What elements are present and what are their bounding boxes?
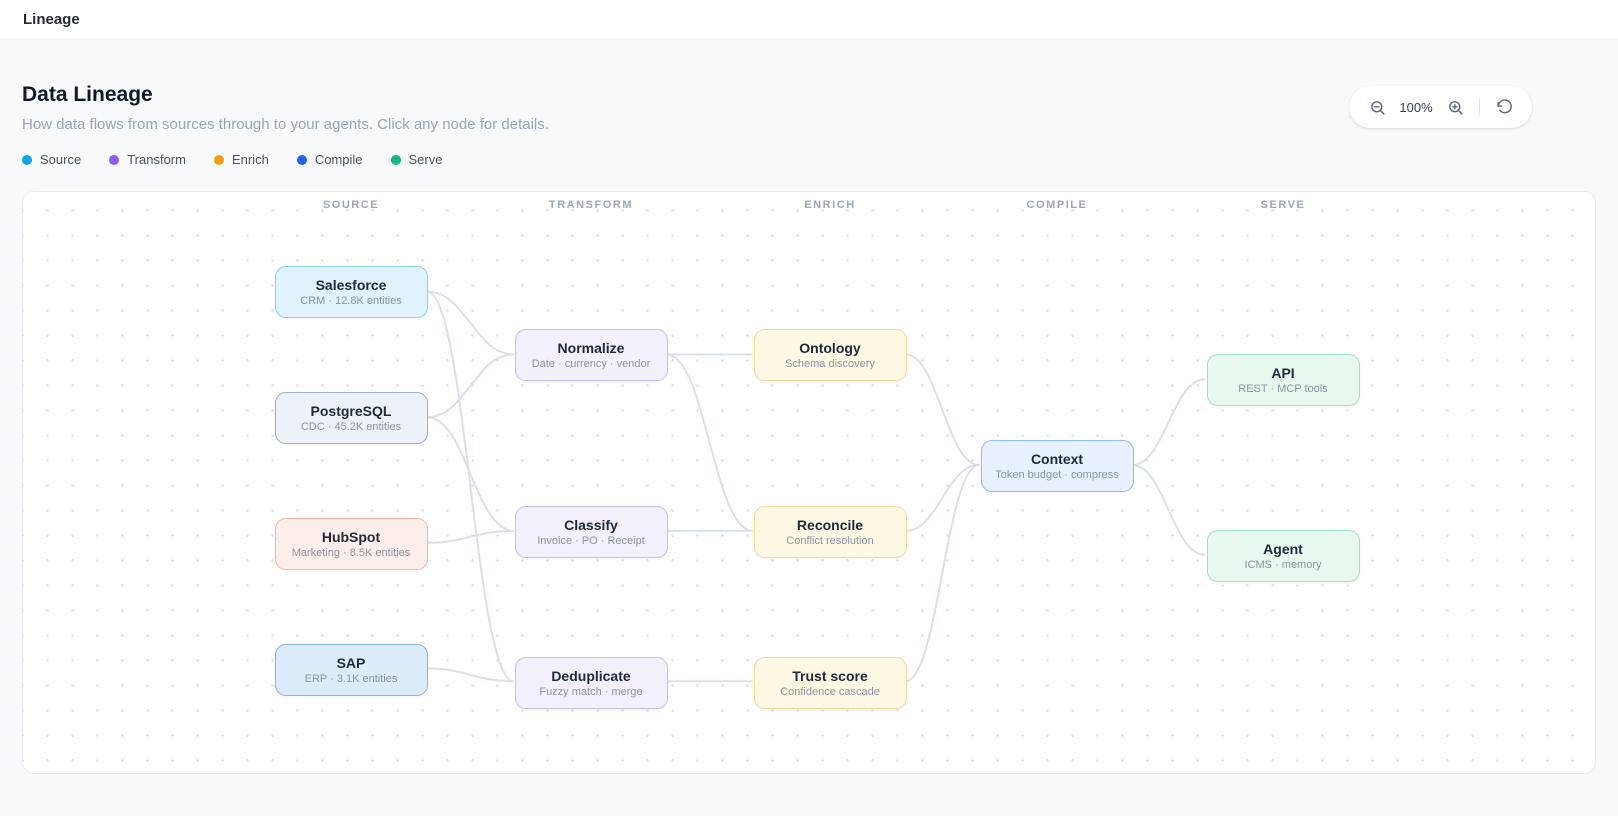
top-bar: Lineage xyxy=(0,0,1618,40)
header-row: Data Lineage How data flows from sources… xyxy=(22,82,1596,152)
page-subtitle: How data flows from sources through to y… xyxy=(22,116,549,133)
edge-postgresql-to-normalize xyxy=(426,353,514,419)
magnifier-minus-icon xyxy=(1370,100,1385,115)
legend-dot-icon xyxy=(22,154,32,165)
edge-trust-score-to-context xyxy=(905,464,980,683)
edge-context-to-api xyxy=(1131,378,1206,467)
edge-hubspot-to-classify xyxy=(426,529,514,544)
node-sublabel: Token budget · compress xyxy=(995,468,1119,481)
node-title: Agent xyxy=(1263,540,1303,557)
top-bar-title: Lineage xyxy=(23,11,80,28)
node-sublabel: Confidence cascade xyxy=(780,685,880,698)
node-title: Reconcile xyxy=(796,516,864,533)
column-header-source: SOURCE xyxy=(322,199,380,211)
node-sublabel: REST · MCP tools xyxy=(1238,382,1328,395)
node-title: Trust score xyxy=(792,667,868,684)
legend-item-compile: Compile xyxy=(296,152,363,167)
node-title: Salesforce xyxy=(315,276,387,293)
edge-normalize-to-reconcile xyxy=(666,353,753,532)
node-title: API xyxy=(1271,364,1295,381)
header-text: Data Lineage How data flows from sources… xyxy=(22,82,1349,152)
reset-view-button[interactable] xyxy=(1490,93,1518,121)
legend-dot-icon xyxy=(213,154,224,165)
main-content: Data Lineage How data flows from sources… xyxy=(0,40,1618,774)
node-title: HubSpot xyxy=(321,528,381,545)
edge-reconcile-to-context xyxy=(905,464,980,532)
edge-salesforce-to-normalize xyxy=(426,290,514,356)
node-sublabel: CDC · 45.2K entities xyxy=(300,420,402,433)
node-title: Classify xyxy=(564,516,618,533)
node-sublabel: Conflict resolution xyxy=(786,534,874,547)
legend-item-source: Source xyxy=(22,152,81,167)
edge-sap-to-deduplicate xyxy=(426,667,514,683)
legend-dot-icon xyxy=(109,154,120,165)
column-header-serve: SERVE xyxy=(1260,199,1306,211)
rotate-ccw-icon xyxy=(1496,98,1512,113)
legend-dot-icon xyxy=(296,154,307,165)
node-sublabel: Invoice · PO · Receipt xyxy=(537,534,645,547)
page-title: Data Lineage xyxy=(22,83,153,106)
zoom-level: 100% xyxy=(1399,99,1433,115)
legend-item-serve: Serve xyxy=(390,152,443,167)
edge-postgresql-to-classify xyxy=(426,416,514,532)
zoom-out-button[interactable] xyxy=(1363,93,1391,121)
legend-label: Enrich xyxy=(231,152,269,167)
legend: Source Transform Enrich Compile Serve xyxy=(22,152,1596,167)
node-title: Ontology xyxy=(799,339,861,356)
edge-salesforce-to-deduplicate xyxy=(426,290,515,683)
node-title: PostgreSQL xyxy=(310,402,392,419)
node-sublabel: CRM · 12.8K entities xyxy=(300,294,402,307)
zoom-toolbar: 100% xyxy=(1349,86,1532,128)
legend-dot-icon xyxy=(390,154,401,165)
node-sublabel: ERP · 3.1K entities xyxy=(304,672,398,685)
toolbar-divider xyxy=(1479,98,1480,116)
node-title: Context xyxy=(1030,450,1084,467)
node-sublabel: Date · currency · vendor xyxy=(531,357,651,370)
node-sublabel: Fuzzy match · merge xyxy=(539,685,643,698)
edge-context-to-agent xyxy=(1131,464,1206,556)
legend-label: Compile xyxy=(314,152,363,167)
magnifier-plus-icon xyxy=(1448,100,1463,115)
node-sublabel: Schema discovery xyxy=(785,357,875,370)
node-title: Deduplicate xyxy=(551,667,631,684)
legend-item-enrich: Enrich xyxy=(213,152,269,167)
legend-label: Source xyxy=(40,152,82,167)
zoom-in-button[interactable] xyxy=(1441,93,1469,121)
column-header-compile: COMPILE xyxy=(1026,199,1088,211)
node-sublabel: Marketing · 8.5K entities xyxy=(291,546,411,559)
column-header-enrich: ENRICH xyxy=(804,199,856,211)
edges-layer xyxy=(426,290,1206,683)
node-title: Normalize xyxy=(557,339,625,356)
legend-label: Transform xyxy=(127,152,186,167)
legend-item-transform: Transform xyxy=(109,152,186,167)
lineage-canvas[interactable]: SOURCE TRANSFORM ENRICH COMPILE SERVE Salesfo… xyxy=(22,191,1596,774)
node-title: SAP xyxy=(336,654,366,671)
edge-ontology-to-context xyxy=(905,353,980,467)
column-header-transform: TRANSFORM xyxy=(548,199,634,211)
legend-label: Serve xyxy=(408,152,443,167)
node-sublabel: ICMS · memory xyxy=(1244,558,1322,571)
